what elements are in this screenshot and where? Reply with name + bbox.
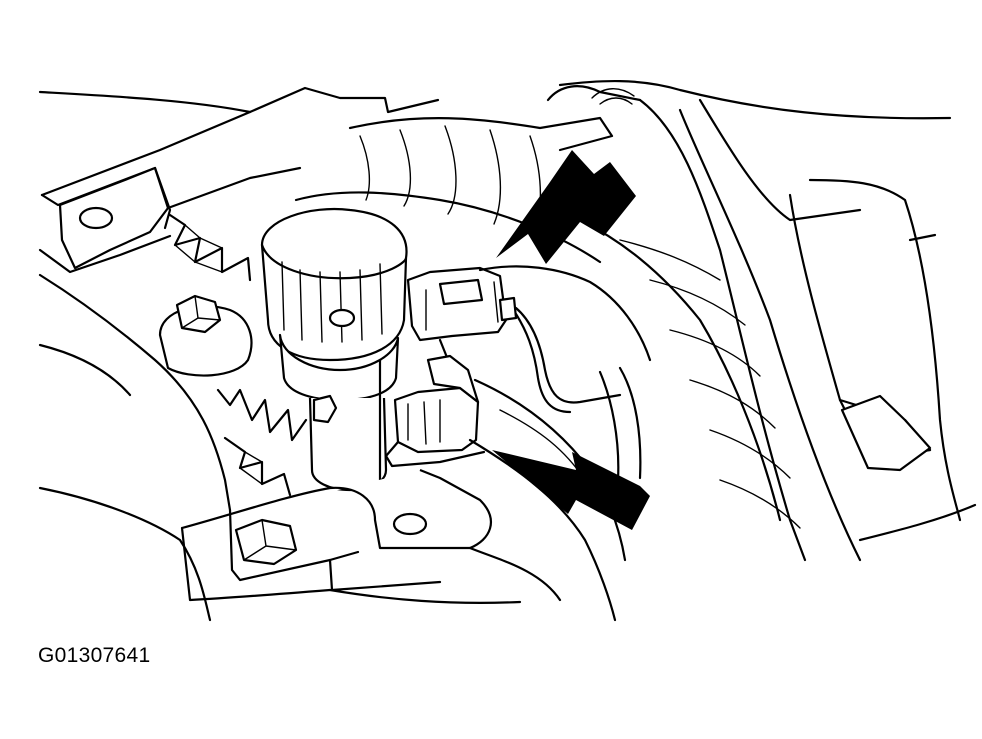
sensor-body	[260, 208, 408, 492]
figure-id-label: G01307641	[38, 644, 151, 667]
upper-callout-arrow	[496, 150, 636, 264]
lower-bracket	[180, 468, 562, 604]
left-gear-teeth	[168, 213, 308, 497]
upper-left-bracket	[38, 86, 440, 274]
lower-electrical-connector	[384, 354, 486, 468]
right-hose-assembly	[546, 80, 977, 562]
wiring-harness	[468, 265, 652, 622]
upper-electrical-connector	[406, 266, 622, 414]
lower-callout-arrow	[492, 450, 650, 530]
upper-bolt	[158, 294, 253, 377]
lower-left-panel	[38, 273, 232, 622]
